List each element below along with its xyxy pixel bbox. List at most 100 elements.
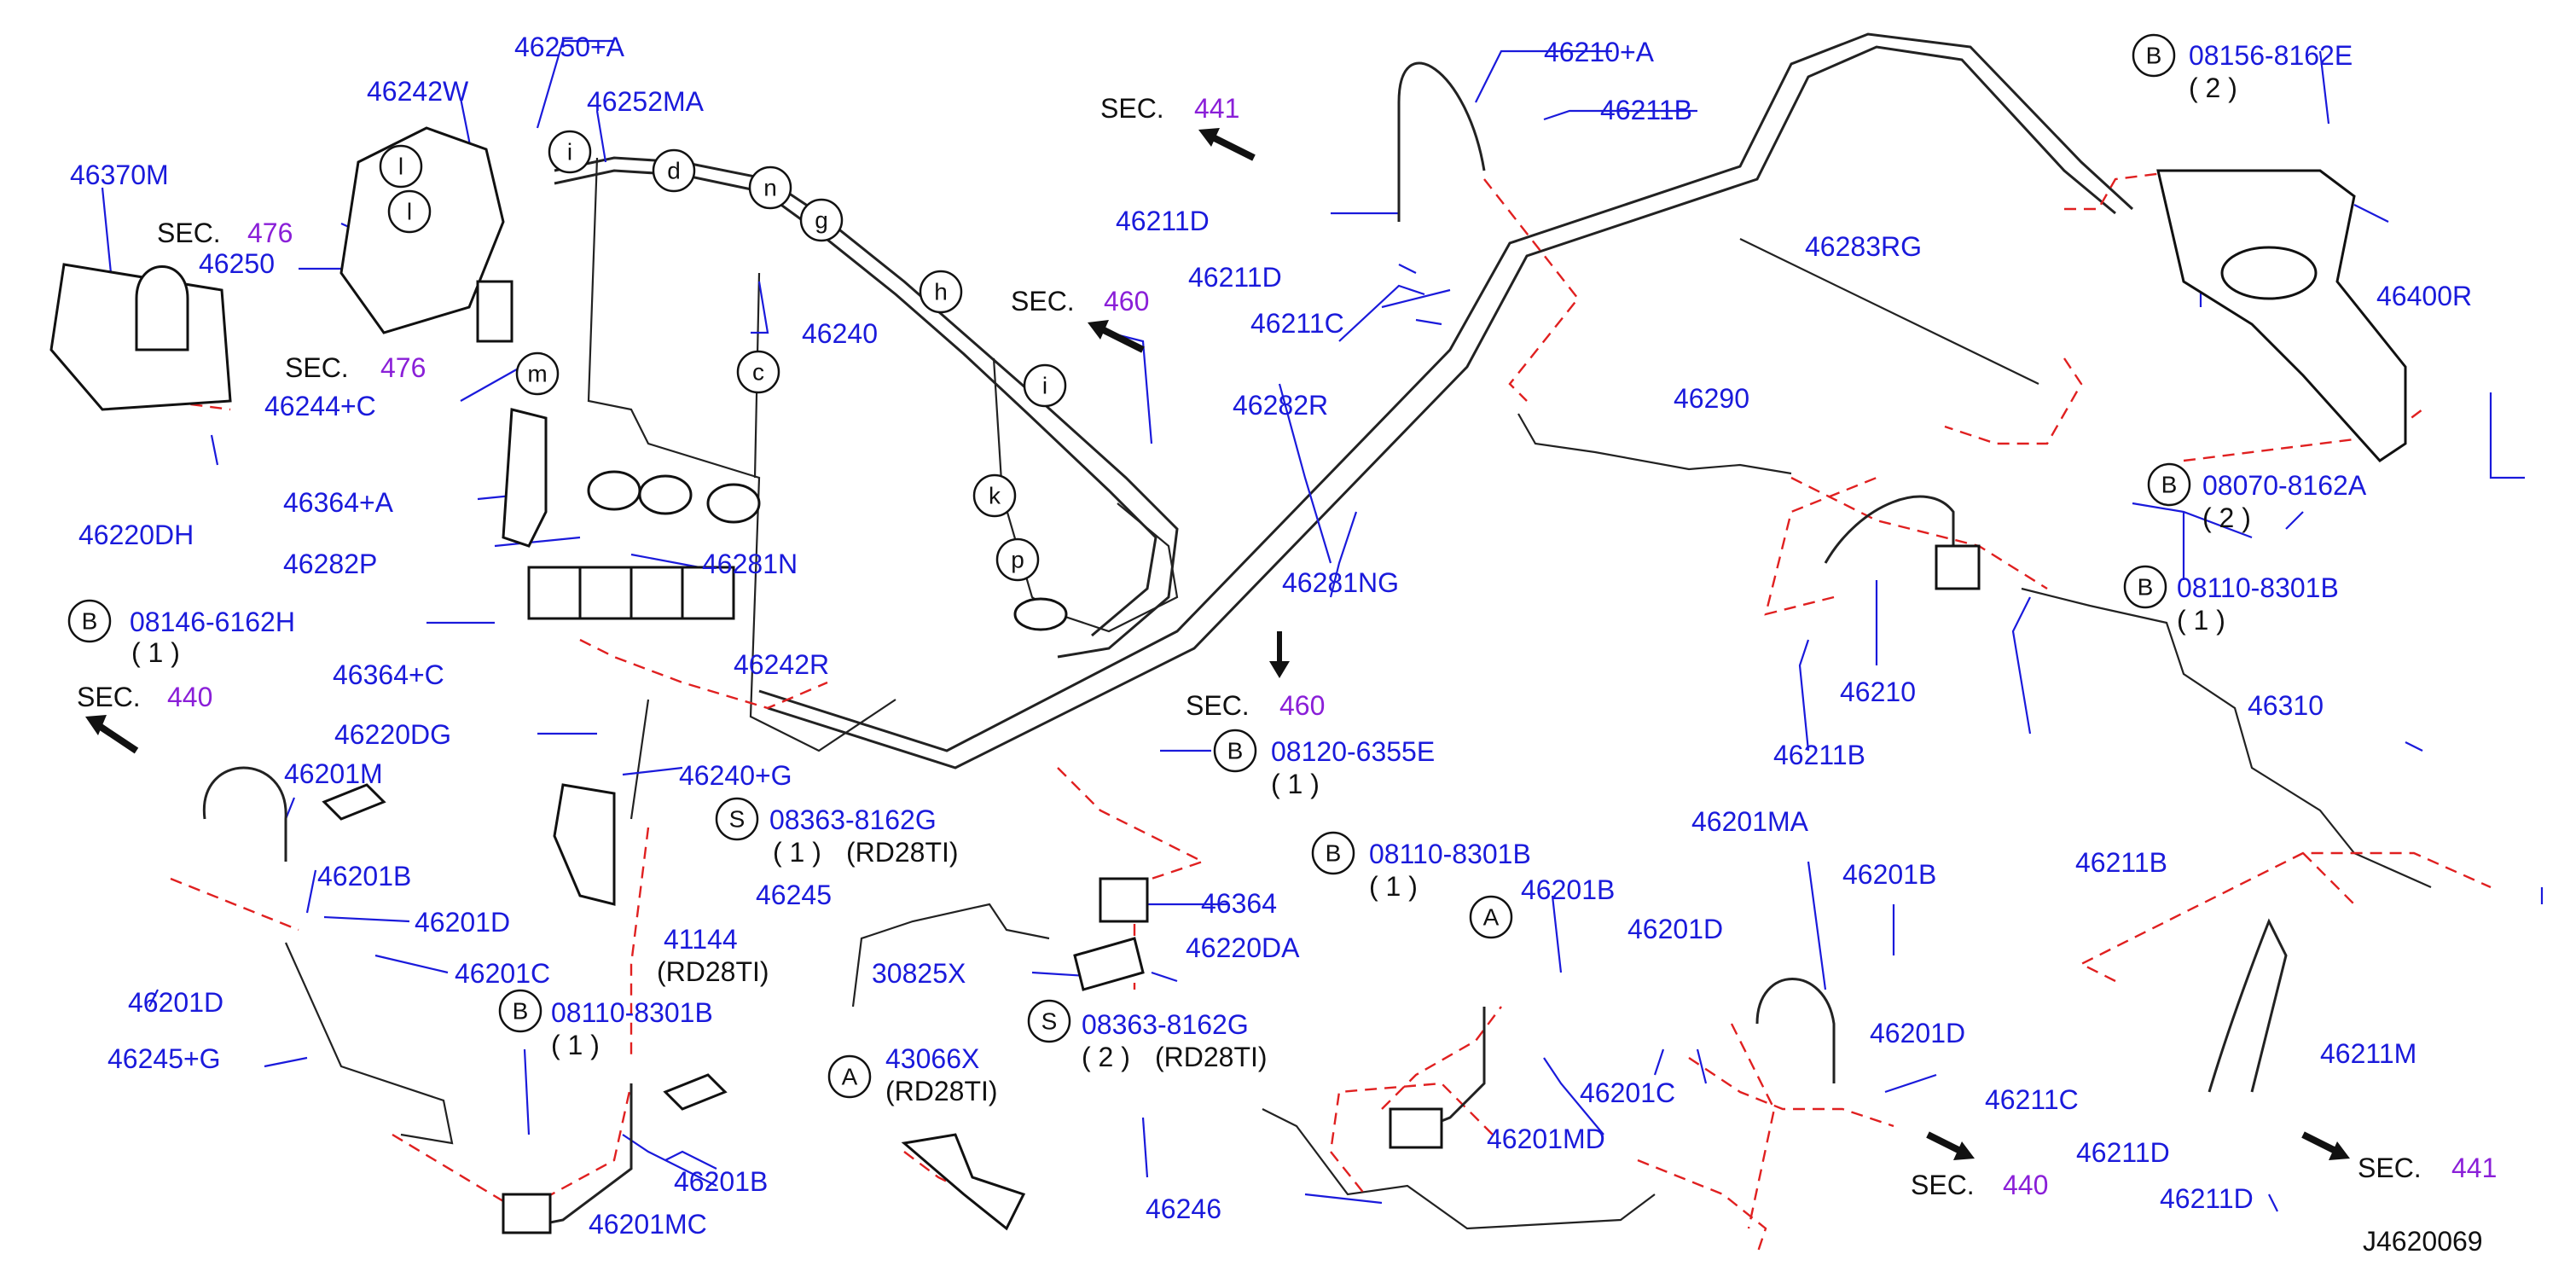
- qty-4: ( 2 ): [1082, 1042, 1130, 1072]
- label-46201D-3: 46201D: [1627, 914, 1723, 944]
- part-46250: [476, 280, 513, 343]
- part-46364A-block-4: [681, 566, 735, 620]
- main-pipe-46281NG: [758, 32, 2134, 752]
- section-arrows: [85, 128, 2350, 1160]
- qty-9: ( 1 ): [2177, 605, 2225, 636]
- hose-46201M: [202, 766, 287, 862]
- arrow-sec-440b: [1926, 1131, 1964, 1155]
- part-46364A-bracket: [502, 408, 548, 548]
- callout-s-1: S: [729, 806, 746, 833]
- pipe-46240: [587, 157, 896, 752]
- pipe-46283RG: [1739, 238, 2039, 385]
- callout-m: m: [527, 361, 547, 387]
- label-46211B-2: 46211B: [1773, 740, 1865, 770]
- label-46201MC: 46201MC: [589, 1209, 707, 1240]
- callout-i: i: [567, 139, 572, 166]
- callout-b-1: B: [82, 608, 98, 635]
- sec-440-a: SEC.: [77, 682, 141, 712]
- label-30825X: 30825X: [872, 958, 966, 989]
- label-08363-a: 08363-8162G: [769, 804, 937, 835]
- sec-460-a-number: 460: [1104, 286, 1149, 316]
- sec-476-a-number: 476: [247, 218, 293, 248]
- label-46283RG: 46283RG: [1805, 231, 1922, 262]
- sec-440-b-number: 440: [2003, 1170, 2048, 1200]
- label-46211D-2: 46211D: [1188, 262, 1282, 293]
- hose-46210: [1824, 495, 1955, 564]
- callout-b-6: B: [2161, 472, 2178, 498]
- parts: [49, 61, 2407, 1234]
- part-43066X: [901, 1133, 1026, 1231]
- spring-1: [587, 470, 641, 511]
- pedal-spring: [2220, 246, 2318, 300]
- label-46364A: 46364+A: [283, 487, 394, 518]
- label-08363-b: 08363-8162G: [1082, 1009, 1249, 1040]
- qty-7: ( 2 ): [2189, 73, 2237, 103]
- label-46211D-1: 46211D: [1116, 206, 1210, 236]
- callout-l: l: [398, 154, 403, 180]
- label-46201C-2: 46201C: [1580, 1077, 1675, 1108]
- sec-476-b: SEC.: [285, 352, 349, 383]
- sec-440-b: SEC.: [1911, 1170, 1975, 1200]
- label-46281N: 46281N: [702, 549, 798, 579]
- label-46201C-1: 46201C: [455, 958, 550, 989]
- qty-6: ( 1 ): [1369, 871, 1418, 902]
- callout-h: h: [934, 279, 948, 305]
- callout-c: c: [752, 359, 764, 386]
- label-08110-b: 08110-8301B: [1369, 839, 1531, 869]
- quantity-labels: ( 1 ) ( 1 ) ( 1 ) ( 2 ) ( 1 ) ( 1 ) ( 2 …: [131, 73, 2251, 1072]
- sec-441-b-number: 441: [2451, 1153, 2497, 1183]
- note-rd28ti-2: (RD28TI): [657, 956, 769, 987]
- part-46201MC-block: [502, 1193, 552, 1234]
- label-46246: 46246: [1146, 1193, 1221, 1224]
- part-46242W: [339, 126, 505, 334]
- callout-b-3: B: [513, 998, 529, 1025]
- engine-notes: (RD28TI) (RD28TI) (RD28TI) (RD28TI): [657, 837, 1268, 1106]
- label-46290: 46290: [1674, 383, 1749, 414]
- label-46201B-1: 46201B: [317, 861, 411, 891]
- callout-b-5: B: [2146, 43, 2162, 69]
- section-references: SEC. 476 SEC. 476 SEC. 440 SEC. 441 SEC.…: [77, 93, 2497, 1200]
- note-rd28ti-1: (RD28TI): [846, 837, 959, 868]
- main-pipe-46282R: [767, 45, 2116, 769]
- part-46210-block: [1935, 544, 1981, 590]
- label-46211M: 46211M: [2320, 1038, 2416, 1069]
- part-46201MD-block: [1389, 1107, 1443, 1149]
- arrow-sec-441b: [2301, 1131, 2339, 1155]
- pipe-46246: [1262, 1108, 1656, 1230]
- label-46201MA: 46201MA: [1691, 806, 1809, 837]
- callout-a-2: A: [1483, 904, 1500, 931]
- label-46310: 46310: [2248, 690, 2324, 721]
- label-46220DG: 46220DG: [334, 719, 451, 750]
- label-46211B-1: 46211B: [1600, 95, 1692, 125]
- label-46240G: 46240+G: [679, 760, 792, 791]
- diagram-id: J4620069: [2363, 1226, 2483, 1257]
- label-08110-a: 08110-8301B: [551, 997, 713, 1028]
- part-46220DA-bracket: [1073, 937, 1145, 991]
- part-46364: [1099, 877, 1149, 923]
- clip-46201B-1: [322, 783, 386, 821]
- part-46370M-clip: [135, 265, 189, 351]
- pipe-46245G: [284, 942, 454, 1145]
- clip-46201B-2: [663, 1073, 728, 1111]
- qty-1: ( 1 ): [131, 637, 180, 668]
- label-46211D-4: 46211D: [2160, 1183, 2254, 1214]
- pipe-46290: [1517, 413, 1792, 475]
- sec-441-a: SEC.: [1100, 93, 1164, 124]
- leader-lines: [101, 39, 2544, 1212]
- label-46201D-1: 46201D: [415, 907, 510, 938]
- label-46201M: 46201M: [284, 758, 383, 789]
- sec-440-a-number: 440: [167, 682, 212, 712]
- note-rd28ti-4: (RD28TI): [885, 1076, 998, 1106]
- label-46400R: 46400R: [2376, 281, 2472, 311]
- dashed-guides: [131, 169, 2492, 1255]
- label-08156: 08156-8162E: [2189, 40, 2353, 71]
- sec-460-b-number: 460: [1279, 690, 1325, 721]
- callout-g: g: [815, 207, 828, 234]
- part-46400R: [2156, 169, 2407, 462]
- label-46210A: 46210+A: [1544, 37, 1655, 67]
- label-46242W: 46242W: [367, 76, 469, 107]
- label-46370M: 46370M: [70, 160, 169, 190]
- hose-46211M: [2208, 918, 2288, 1093]
- pipe-k-p: [992, 357, 1179, 633]
